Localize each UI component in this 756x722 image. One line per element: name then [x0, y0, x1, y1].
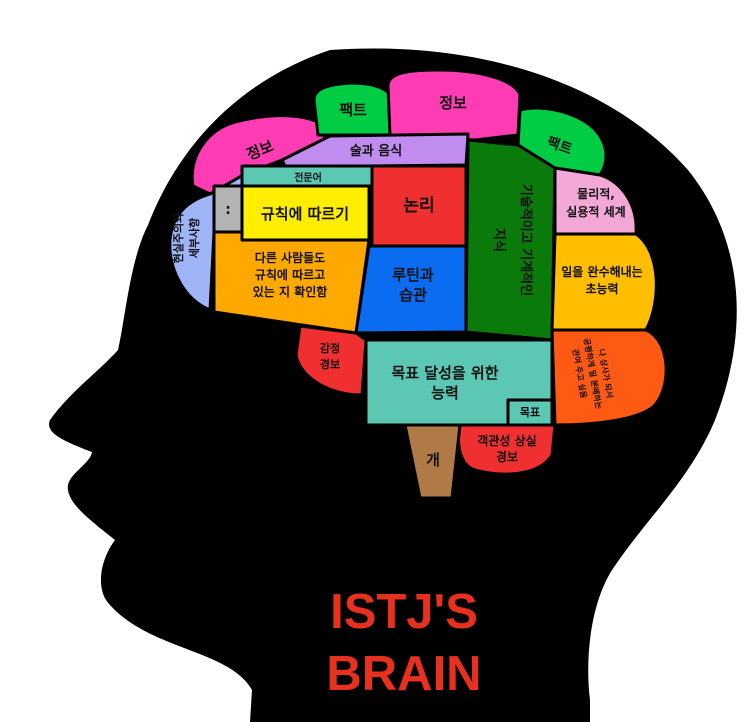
- label-complete-1: 일을 완수해내는: [561, 264, 642, 279]
- region-emotion-alarm: [294, 324, 368, 397]
- label-fact-top: 팩트: [339, 101, 367, 119]
- title-line-2: BRAIN: [326, 647, 481, 701]
- label-check-3: 있는 지 확인함: [253, 284, 328, 299]
- label-check-1: 다른 사람들도: [255, 250, 325, 265]
- region-info-top: [386, 68, 522, 142]
- label-routine-2: 습관: [399, 286, 427, 304]
- label-tech-1: 기술적이고 기계적인: [518, 184, 534, 296]
- label-follow-rules: 규칙에 따르기: [261, 205, 349, 223]
- label-goal-small: 목표: [520, 406, 540, 419]
- label-tech-2: 지식: [491, 228, 507, 252]
- label-dots: :: [225, 202, 231, 218]
- label-objectivity-2: 경보: [496, 450, 518, 464]
- region-fair-boss: [550, 328, 668, 427]
- label-routine-1: 루틴과: [392, 266, 434, 284]
- label-reality-1: 현실주의와: [171, 213, 185, 264]
- label-goal-2: 능력: [431, 384, 459, 402]
- label-logic: 논리: [403, 196, 434, 216]
- label-physical-1: 물리적,: [577, 186, 615, 201]
- label-dog: 개: [426, 451, 440, 469]
- region-dog: [403, 423, 462, 500]
- label-objectivity-1: 객관성 상실: [477, 433, 536, 448]
- label-reality-2: 세부사항: [187, 218, 201, 258]
- region-tech-knowledge: [464, 138, 557, 342]
- label-complete-2: 초능력: [585, 282, 618, 296]
- region-logic: [370, 164, 468, 248]
- region-follow-rules: [240, 184, 371, 242]
- label-jargon: 전문어: [294, 171, 322, 184]
- region-goal-small: [506, 398, 554, 427]
- label-physical-2: 실용적 세계: [566, 204, 625, 219]
- region-check-others: [212, 230, 371, 335]
- label-emotion-1: 감정: [320, 341, 340, 355]
- label-food-drink: 술과 음식: [350, 143, 402, 159]
- title-line-1: ISTJ'S: [330, 585, 478, 639]
- label-emotion-2: 경보: [320, 357, 340, 371]
- label-info-top: 정보: [439, 94, 467, 112]
- label-goal-1: 목표 달성을 위한: [391, 364, 498, 382]
- label-check-2: 규칙에 따르고: [255, 267, 325, 282]
- region-routine: [354, 244, 468, 335]
